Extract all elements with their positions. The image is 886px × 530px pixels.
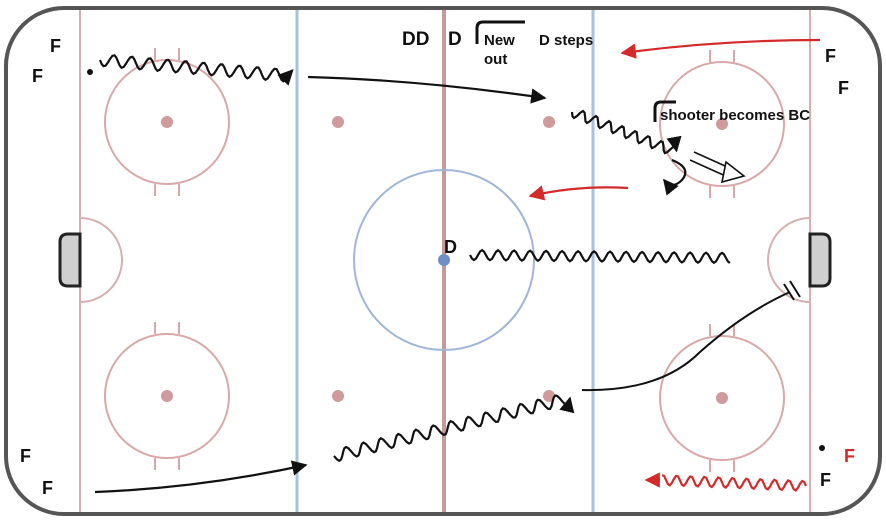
player-f-top-right-2: F: [838, 78, 849, 98]
skate-path-top-middle: [307, 75, 547, 104]
red-skate-path-top: [620, 38, 821, 59]
pivot-curl: [663, 158, 687, 196]
player-f-top-left-1: F: [50, 36, 61, 56]
faceoff-circle-top-right: [659, 50, 785, 198]
skate-path-bottom-left: [94, 460, 308, 494]
neutral-dot-tr: [543, 116, 555, 128]
skate-with-puck-path-top-right: [570, 109, 682, 155]
red-skate-with-puck-path-bottom: [661, 474, 808, 492]
player-d-center: D: [444, 237, 457, 257]
pass-line-bottom-right: [581, 291, 791, 392]
puck-bottom-right: [819, 445, 825, 451]
annotation-shooter: shooter becomes BC: [660, 107, 810, 124]
player-f-bottom-right-red: F: [844, 446, 855, 466]
player-f-bottom-right-black: F: [820, 470, 831, 490]
skate-with-puck-path-top-left: [98, 54, 294, 86]
skate-with-puck-path-bottom: [333, 394, 575, 463]
player-f-bottom-left-1: F: [20, 446, 31, 466]
pass-stop-marks: [783, 280, 801, 301]
annotation-d-steps: D steps: [539, 32, 593, 49]
faceoff-circle-bottom-left: [104, 322, 230, 470]
neutral-dot-br: [543, 390, 555, 402]
player-d-top-1: DD: [402, 29, 429, 50]
red-skate-path-middle: [528, 185, 629, 201]
shot-arrow: [689, 151, 746, 184]
player-f-top-left-2: F: [32, 66, 43, 86]
crease-left: [79, 217, 123, 303]
bracket-new-out: [475, 20, 525, 44]
player-d-top-2: D: [448, 29, 462, 50]
center-dot: [438, 254, 450, 266]
player-f-top-right-1: F: [825, 46, 836, 66]
neutral-dot-tl: [332, 116, 344, 128]
net-right: [808, 232, 832, 288]
net-left: [58, 232, 82, 288]
puck-top-left: [87, 69, 93, 75]
faceoff-circle-bottom-right: [659, 324, 785, 472]
annotation-out: out: [484, 51, 507, 68]
center-circle: [353, 169, 535, 351]
annotation-new: New: [484, 32, 515, 49]
skate-with-puck-path-center: [469, 248, 731, 265]
bracket-shooter: [653, 100, 676, 122]
neutral-dot-bl: [332, 390, 344, 402]
player-f-bottom-left-2: F: [42, 478, 53, 498]
